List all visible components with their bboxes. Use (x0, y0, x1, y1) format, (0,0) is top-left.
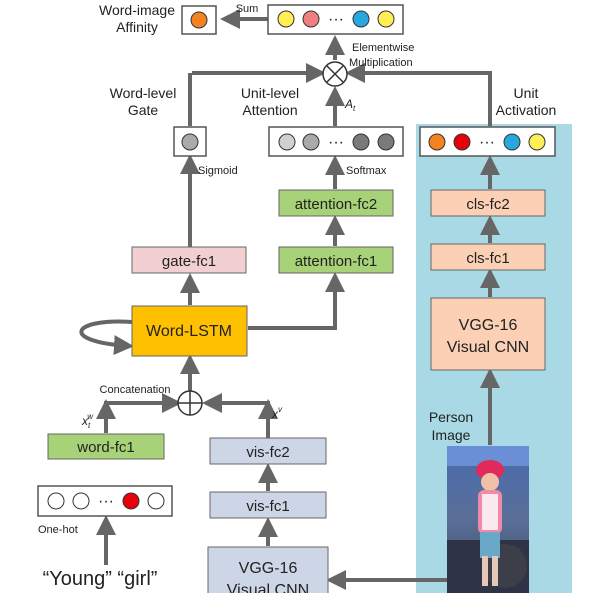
one-hot-unit-3 (122, 492, 140, 510)
gate-unit (181, 133, 199, 151)
sum-ellipsis: ··· (328, 11, 344, 28)
attention-fc1-label: attention-fc1 (295, 253, 378, 270)
vis-fc2-box (209, 437, 327, 465)
vgg-bottom-box (207, 546, 329, 593)
attention-unit-4 (377, 133, 395, 151)
elementwise-label: Elementwise (352, 42, 414, 54)
unit-activation-label-line2: Activation (496, 102, 557, 118)
one-hot-ellipsis: ··· (98, 493, 114, 510)
person-image-label: Person (429, 409, 473, 425)
unit-level-attention-label-line2: Attention (242, 102, 297, 118)
gate-fc1-box (131, 246, 247, 274)
attention-unit-2 (302, 133, 320, 151)
vis-fc2-label: vis-fc2 (246, 444, 289, 461)
word-fc1-label: word-fc1 (76, 439, 135, 456)
input-words: “Young” “girl” (43, 568, 158, 590)
x-w-label: xtw (81, 412, 94, 430)
unit-level-attention-label: Unit-level (241, 85, 299, 101)
attention-unit-1 (278, 133, 296, 151)
x-v-label: xv (271, 405, 283, 421)
softmax-label: Softmax (346, 165, 387, 177)
word-fc1-box (47, 433, 165, 460)
vis-fc1-box (209, 491, 327, 519)
one-hot-unit-1 (47, 492, 65, 510)
sum-unit-4 (377, 10, 395, 28)
word-level-gate-label-line2: Gate (128, 102, 159, 118)
sum-label: Sum (236, 3, 259, 15)
cls-fc2-box (430, 189, 546, 217)
word-image-affinity-label: Word-image (99, 2, 175, 18)
affinity-unit (190, 11, 208, 29)
gate-fc1-label: gate-fc1 (162, 253, 216, 270)
sigmoid-label: Sigmoid (198, 165, 238, 177)
attention-fc1-box (278, 246, 394, 274)
activation-unit-4 (528, 133, 546, 151)
word-image-affinity-label-line2: Affinity (116, 19, 158, 35)
word-lstm-box (131, 305, 248, 357)
one-hot-label: One-hot (38, 524, 78, 536)
cls-fc1-label: cls-fc1 (466, 250, 509, 267)
unit-activation-label: Unit (514, 85, 539, 101)
vgg-right-box (430, 297, 546, 371)
attention-fc2-box (278, 189, 394, 217)
attention-fc2-label: attention-fc2 (295, 196, 378, 213)
sum-unit-1 (277, 10, 295, 28)
activation-ellipsis: ··· (479, 134, 495, 151)
one-hot-unit-4 (147, 492, 165, 510)
cls-fc1-box (430, 243, 546, 271)
activation-unit-3 (503, 133, 521, 151)
multiplication-label: Multiplication (349, 57, 413, 69)
sum-unit-2 (302, 10, 320, 28)
activation-unit-1 (428, 133, 446, 151)
arrows (79, 9, 500, 590)
vgg-bottom-label-2: Visual CNN (227, 582, 309, 593)
one-hot-unit-2 (72, 492, 90, 510)
person-image-label-line2: Image (432, 427, 471, 443)
vis-fc1-label: vis-fc1 (246, 498, 289, 515)
word-level-gate-label: Word-level (110, 85, 177, 101)
vgg-bottom-label-1: VGG-16 (239, 560, 298, 577)
cls-fc2-label: cls-fc2 (466, 196, 509, 213)
sum-unit-3 (352, 10, 370, 28)
vgg-right-label-2: Visual CNN (447, 339, 529, 356)
person-image (447, 446, 529, 593)
attention-ellipsis: ··· (328, 134, 344, 151)
word-lstm-label: Word-LSTM (146, 323, 232, 340)
a-t-label: At (344, 97, 356, 113)
attention-unit-3 (352, 133, 370, 151)
concatenation-label: Concatenation (100, 384, 171, 396)
vgg-right-label-1: VGG-16 (459, 317, 518, 334)
activation-unit-2 (453, 133, 471, 151)
